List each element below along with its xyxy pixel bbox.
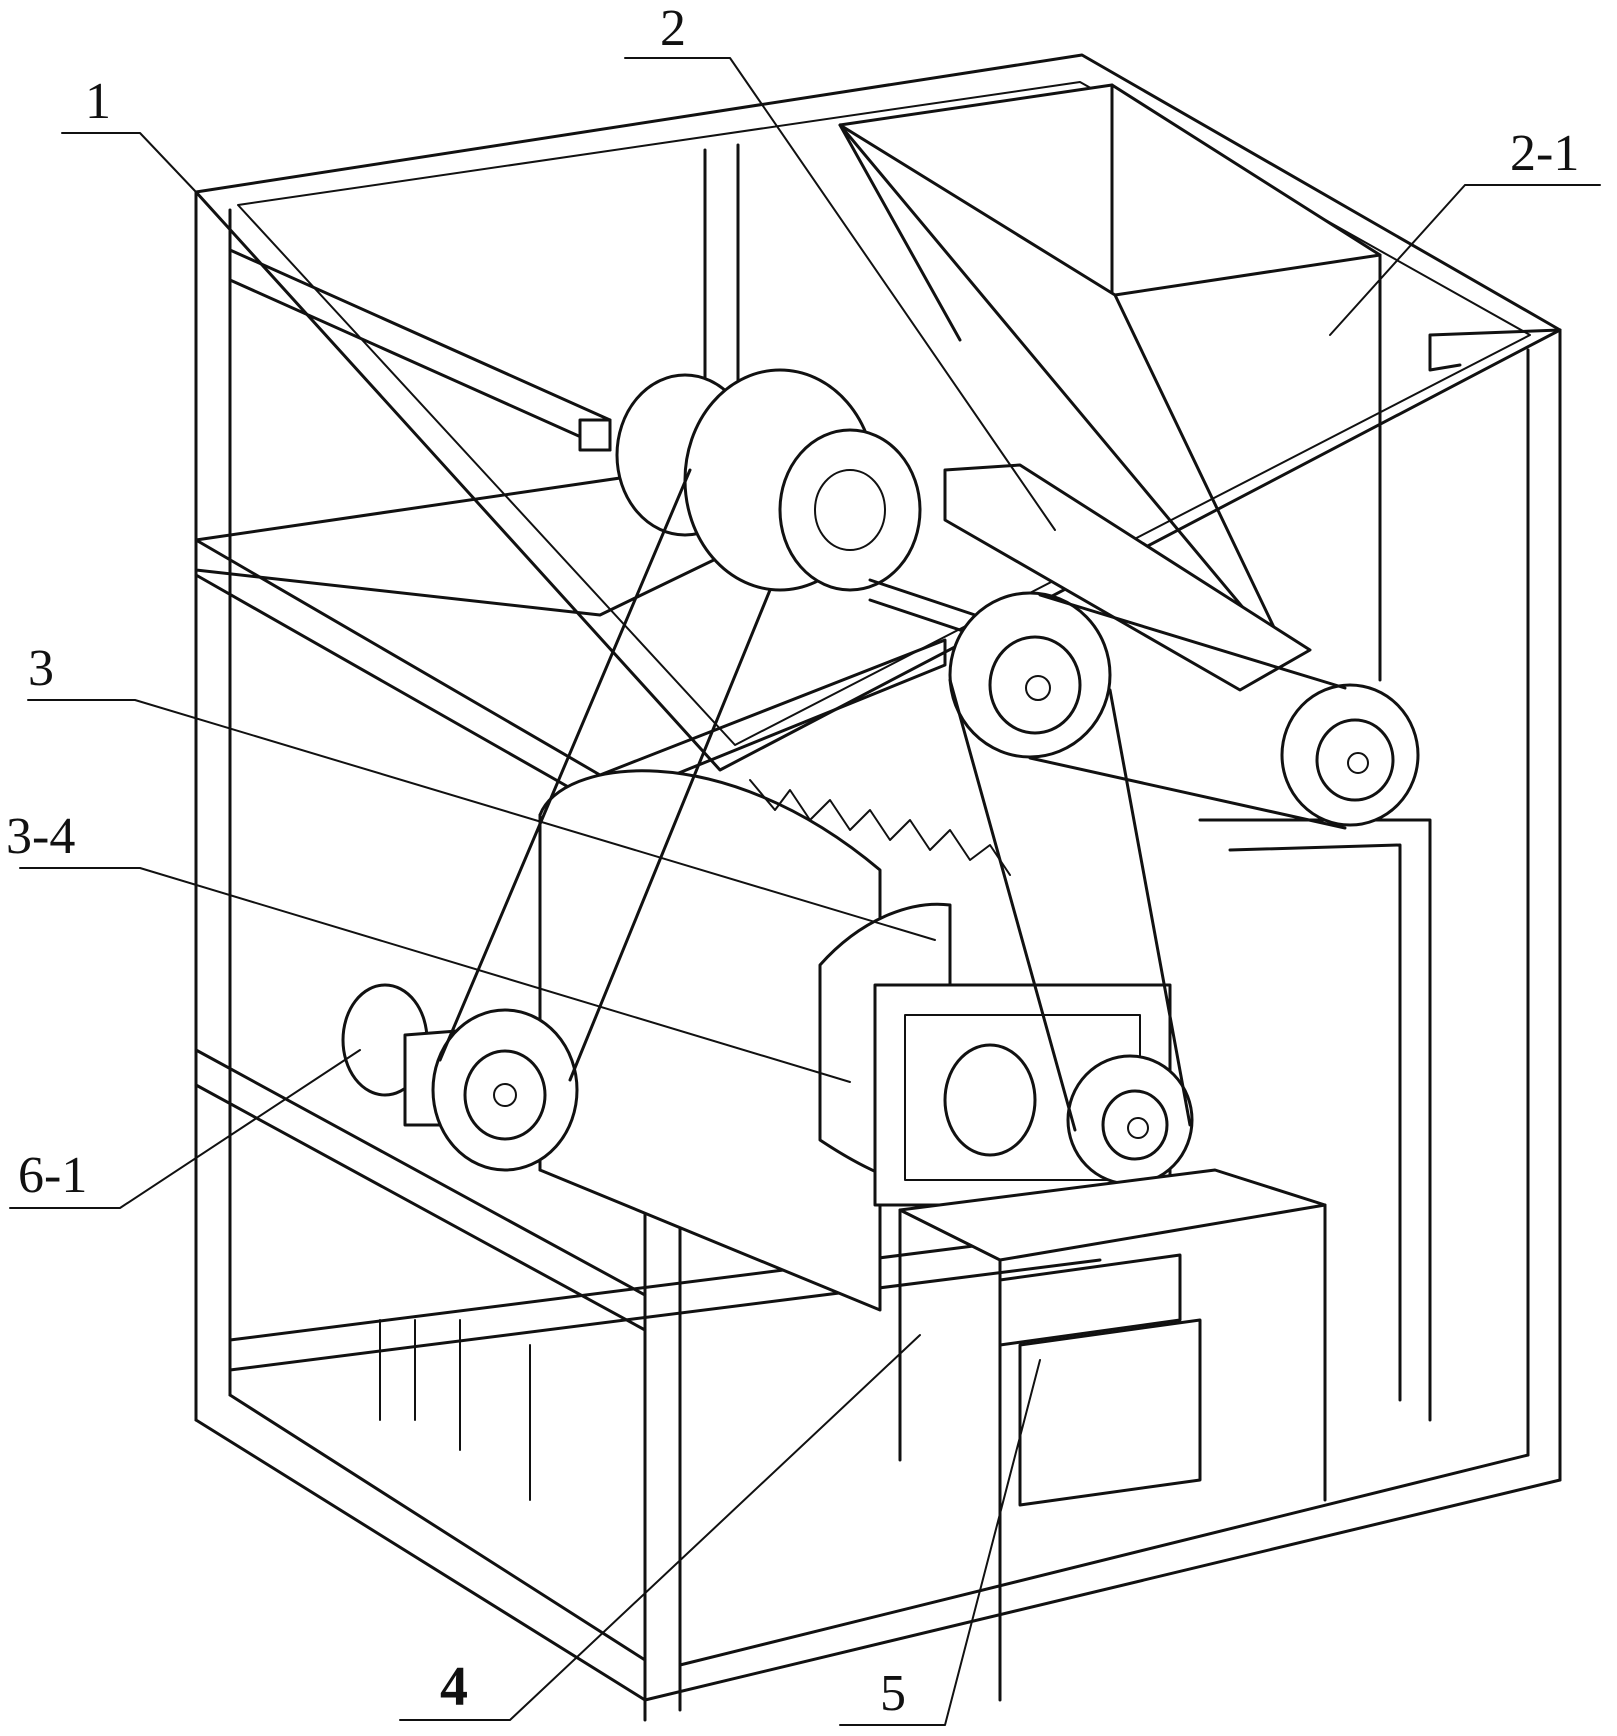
mid-pulley-inner bbox=[990, 637, 1080, 733]
motor-pulley-inner bbox=[465, 1051, 545, 1139]
callout-drive-motor: 6-1 bbox=[18, 1147, 87, 1204]
frame-bottom-rail-back bbox=[230, 1230, 1100, 1370]
callout-collection-box: 5 bbox=[880, 1665, 906, 1722]
callout-discharge-chute: 4 bbox=[440, 1656, 468, 1718]
frame-left-post bbox=[196, 192, 230, 1420]
frame-top-inner bbox=[238, 82, 1530, 745]
frame-right-post bbox=[1528, 330, 1560, 1480]
leader-discharge-chute bbox=[400, 1335, 920, 1720]
bracket-gear bbox=[945, 1045, 1035, 1155]
discharge-and-collection bbox=[900, 1170, 1325, 1700]
lower-right-pulley-inner bbox=[1103, 1091, 1167, 1159]
frame-top-outer bbox=[196, 55, 1560, 770]
frame-beam-cap bbox=[580, 420, 610, 450]
frame-bottom-rail-left bbox=[196, 1395, 645, 1700]
hopper-top bbox=[840, 85, 1380, 295]
frame-mid-front-rail bbox=[196, 540, 600, 805]
callout-feed-hopper: 2-1 bbox=[1510, 125, 1579, 182]
upper-pulley-right bbox=[780, 430, 920, 590]
collection-box bbox=[1020, 1320, 1200, 1505]
feed-assembly bbox=[617, 370, 1418, 828]
callout-frame: 1 bbox=[85, 73, 111, 130]
callout-crushing-drum: 3-4 bbox=[6, 808, 75, 865]
callout-crushing-assembly: 3 bbox=[28, 640, 54, 697]
leader-feed-hopper bbox=[1330, 185, 1600, 335]
right-pulley-inner bbox=[1317, 720, 1393, 800]
callout-feed-assembly: 2 bbox=[660, 0, 686, 57]
leader-frame bbox=[62, 133, 196, 192]
frame-top-beam bbox=[230, 250, 610, 450]
leader-collection-box bbox=[840, 1360, 1040, 1725]
frame-right-inner bbox=[1200, 820, 1430, 1420]
